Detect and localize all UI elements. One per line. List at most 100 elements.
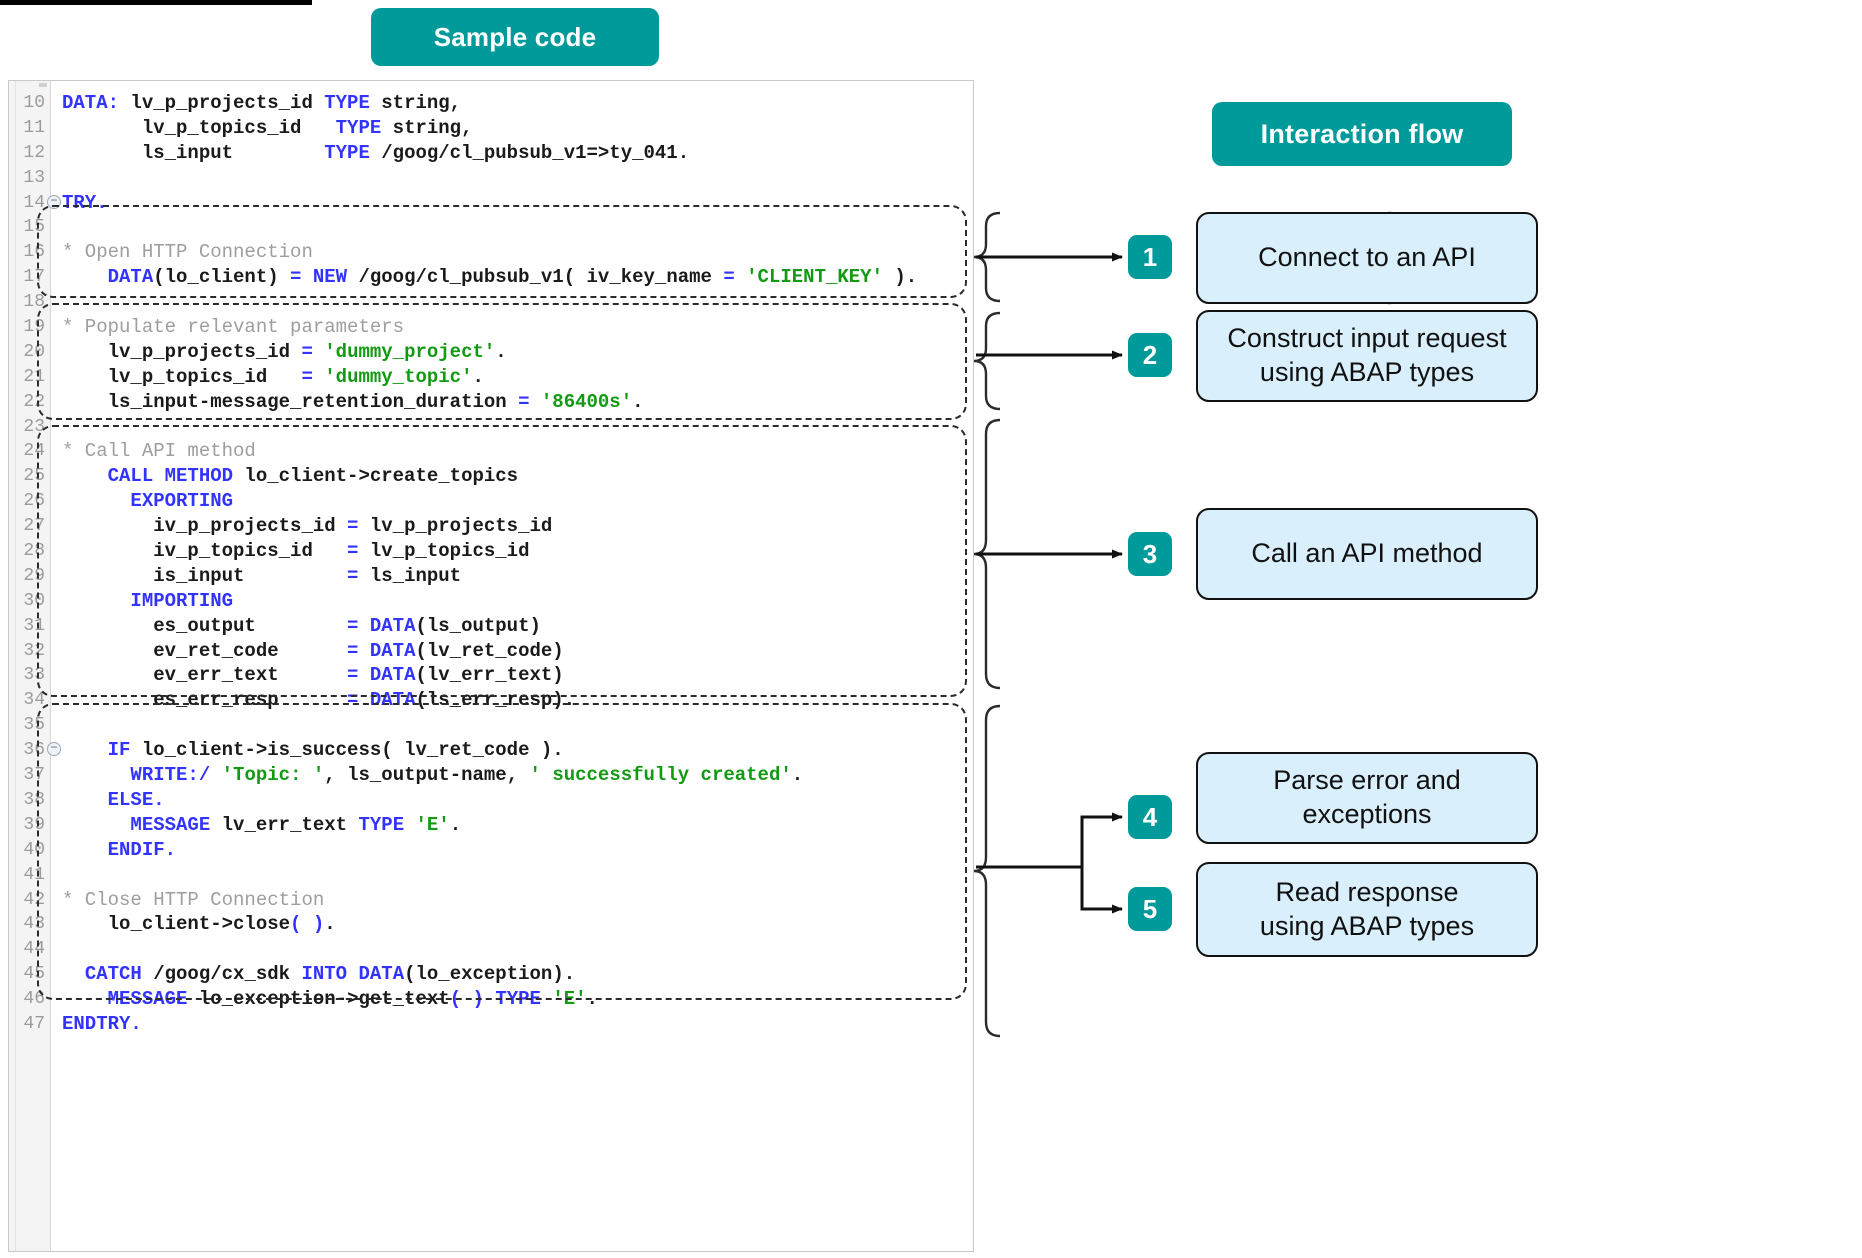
- code-line: 27 iv_p_projects_id = lv_p_projects_id: [9, 514, 973, 539]
- code-line-source: ls_input-message_retention_duration = '8…: [62, 390, 644, 415]
- code-token: MESSAGE: [130, 813, 211, 836]
- code-line-source: ls_input TYPE /goog/cl_pubsub_v1=>ty_041…: [62, 141, 689, 166]
- code-token: [62, 963, 85, 985]
- code-token: (ls_output): [415, 614, 541, 637]
- step-badge-2-number: 2: [1142, 339, 1158, 370]
- code-token: DATA:: [62, 92, 120, 114]
- code-line-number: 27: [23, 516, 45, 537]
- code-token: =: [301, 340, 325, 363]
- code-line-number: 29: [23, 565, 45, 586]
- code-line-number: 45: [23, 964, 45, 985]
- code-line: 30 IMPORTING: [9, 589, 973, 614]
- code-line-number: 25: [23, 466, 45, 487]
- code-line-number: 18: [23, 292, 45, 313]
- code-token: =: [278, 266, 313, 289]
- code-token: ( ): [290, 913, 325, 936]
- code-token: /goog/cx_sdk: [141, 963, 302, 986]
- code-token: =: [347, 689, 370, 712]
- brace-3: [973, 418, 1001, 690]
- code-token: ENDIF.: [107, 838, 177, 861]
- code-token: .: [632, 390, 644, 413]
- code-token: is_input: [62, 564, 348, 587]
- code-line-number: 37: [23, 765, 45, 786]
- code-line-number: 42: [23, 889, 45, 910]
- code-line-number: 36: [23, 740, 45, 761]
- code-token: [347, 963, 358, 985]
- code-line-source: CALL METHOD lo_client->create_topics: [62, 464, 518, 489]
- code-line-number: 30: [23, 590, 45, 611]
- step-box-call-api-method[interactable]: Call an API method: [1196, 508, 1538, 600]
- code-token: (lo_client): [153, 266, 279, 289]
- code-token: INTO: [301, 963, 348, 986]
- code-token: =: [347, 540, 370, 563]
- step-box-1-label: Connect to an API: [1258, 242, 1476, 273]
- code-line-number: 23: [23, 416, 45, 437]
- sample-code-header-label: Sample code: [433, 21, 597, 52]
- code-line: 21 lv_p_topics_id = 'dummy_topic'.: [9, 365, 973, 390]
- code-token: lv_p_topics_id: [62, 365, 302, 388]
- code-line-source: MESSAGE lo_exception->get_text( ) TYPE '…: [62, 987, 598, 1012]
- code-token: 'dummy_project': [324, 340, 496, 363]
- code-fold-icon[interactable]: [47, 742, 61, 757]
- code-token: (lv_err_text): [415, 664, 564, 687]
- code-token: ls_input: [369, 564, 462, 587]
- code-line-source: DATA(lo_client) = NEW /goog/cl_pubsub_v1…: [62, 265, 918, 290]
- code-token: 'E': [415, 813, 450, 836]
- code-line-source: WRITE:/ 'Topic: ', ls_output-name, ' suc…: [62, 763, 803, 788]
- code-line: 38 ELSE.: [9, 788, 973, 813]
- code-token: MESSAGE: [107, 988, 188, 1011]
- code-token: [62, 465, 108, 487]
- code-line-source: is_input = ls_input: [62, 564, 461, 589]
- code-token: [62, 590, 130, 612]
- code-line-number: 38: [23, 789, 45, 810]
- step-box-connect-to-api[interactable]: Connect to an API: [1196, 212, 1538, 304]
- code-fold-icon[interactable]: [47, 194, 61, 209]
- code-token: NEW: [312, 266, 348, 289]
- code-token: IF: [107, 739, 131, 762]
- code-line-number: 10: [23, 93, 45, 113]
- code-token: [62, 764, 130, 786]
- code-token: * Close HTTP Connection: [62, 888, 325, 911]
- code-line-number: 15: [23, 217, 45, 238]
- code-line: 43 lo_client->close( ).: [9, 912, 973, 937]
- editor-gutter: [9, 81, 51, 1251]
- code-token: ev_err_text: [62, 664, 348, 687]
- code-line: 45 CATCH /goog/cx_sdk INTO DATA(lo_excep…: [9, 962, 973, 987]
- branch-to-step-4: [1080, 812, 1123, 867]
- code-token: /goog/cl_pubsub_v1=>ty_041.: [369, 141, 690, 164]
- code-line: 10 DATA: lv_p_projects_id TYPE string,: [9, 91, 973, 116]
- code-line-source: ENDIF.: [62, 838, 176, 863]
- sample-code-header: Sample code: [371, 8, 659, 66]
- code-token: string,: [369, 92, 462, 114]
- code-line: 39 MESSAGE lv_err_text TYPE 'E'.: [9, 813, 973, 838]
- code-line: 31 es_output = DATA(ls_output): [9, 614, 973, 639]
- code-line: 13: [9, 166, 973, 191]
- branch-to-step-5: [1080, 867, 1123, 914]
- code-line: 44: [9, 937, 973, 962]
- code-token: ELSE.: [107, 788, 165, 811]
- code-token: TYPE: [358, 813, 405, 836]
- step-badge-3-number: 3: [1142, 538, 1158, 569]
- code-line-source: DATA: lv_p_projects_id TYPE string,: [62, 91, 461, 116]
- code-token: =: [347, 564, 370, 587]
- code-token: lo_exception->get_text: [187, 988, 450, 1011]
- code-token: =: [347, 614, 370, 637]
- code-token: lv_p_projects_id: [62, 340, 302, 363]
- code-token: * Call API method: [62, 440, 256, 463]
- code-line-source: es_err_resp = DATA(ls_err_resp).: [62, 688, 575, 713]
- code-line-source: TRY.: [62, 191, 108, 216]
- code-token: .: [472, 365, 484, 388]
- code-token: 'dummy_topic': [324, 365, 473, 388]
- code-line-number: 22: [23, 391, 45, 412]
- gutter-top-tick-icon: [39, 83, 47, 87]
- code-line: 28 iv_p_topics_id = lv_p_topics_id: [9, 539, 973, 564]
- code-line-source: ELSE.: [62, 788, 165, 813]
- code-token: iv_p_projects_id: [62, 515, 348, 538]
- code-line-source: CATCH /goog/cx_sdk INTO DATA(lo_exceptio…: [62, 962, 575, 987]
